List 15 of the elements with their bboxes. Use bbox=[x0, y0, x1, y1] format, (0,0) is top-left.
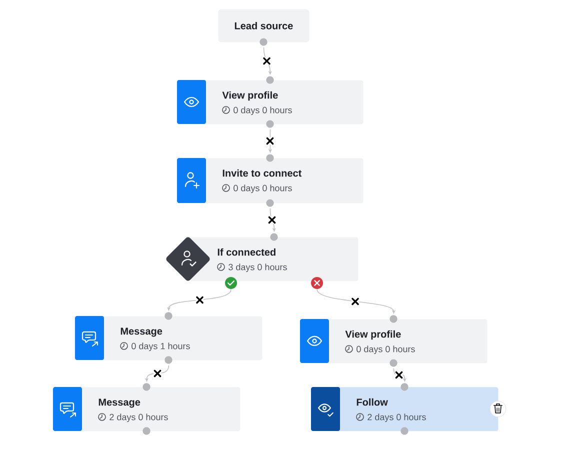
step-title: View profile bbox=[222, 91, 278, 101]
duration-text: 0 days 0 hours bbox=[234, 106, 292, 116]
duration-text: 0 days 0 hours bbox=[234, 184, 292, 194]
step-title: Follow bbox=[356, 398, 388, 406]
duration-text: 2 days 0 hours bbox=[368, 414, 426, 422]
step-title: Message bbox=[120, 328, 162, 337]
duration-text: 0 days 1 hours bbox=[132, 342, 190, 352]
step-title: If connected bbox=[218, 248, 276, 256]
duration-text: 0 days 0 hours bbox=[356, 346, 415, 354]
step-title: View profile bbox=[345, 330, 401, 340]
duration-text: 2 days 0 hours bbox=[110, 414, 168, 422]
step-title: Invite to connect bbox=[222, 169, 302, 177]
source-box: Lead source bbox=[218, 9, 310, 42]
duration-text: 3 days 0 hours bbox=[228, 264, 287, 272]
step-title: Message bbox=[98, 398, 140, 408]
